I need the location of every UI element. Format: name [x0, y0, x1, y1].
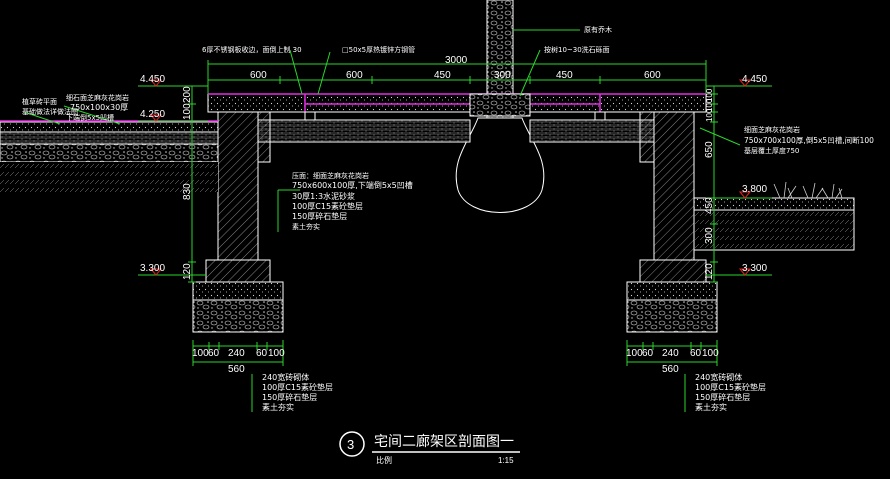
- note-left-paving: 细石面芝麻灰花岗岩: [66, 93, 129, 102]
- top-dimensions: [207, 60, 707, 94]
- note-footing-right-4: 素土夯实: [695, 402, 727, 412]
- note-footing-right-2: 100厚C15素砼垫层: [695, 382, 766, 392]
- dim-seg-2: 600: [346, 70, 363, 81]
- dim-right-v7: 120: [704, 263, 715, 280]
- dim-right-v5: 450: [704, 197, 715, 214]
- left-vertical-dims: [188, 85, 196, 283]
- scale-value: 1:15: [498, 456, 514, 465]
- elev-mid-left: 4.250: [140, 109, 165, 120]
- right-pier: [626, 111, 718, 333]
- dim-br-1: 100: [626, 348, 643, 359]
- dim-right-v2: 100: [705, 98, 714, 112]
- dim-br-2: 60: [642, 348, 654, 359]
- root-ball: [455, 117, 545, 213]
- note-mid-layer-6: 素土夯实: [292, 222, 320, 231]
- bottom-dims-right: [626, 340, 718, 366]
- dim-bl-total: 560: [228, 364, 245, 375]
- elev-bottom-right: 3.300: [742, 263, 767, 274]
- dim-right-v3: 100: [705, 108, 714, 122]
- note-right-coping-c: 基层覆土厚度750: [744, 146, 799, 155]
- bottom-dims-left: [192, 340, 284, 366]
- note-mid-layer-3: 30厚1:3水泥砂浆: [292, 191, 355, 201]
- elev-mid-right: 3.800: [742, 184, 767, 195]
- grass-tufts: [773, 181, 843, 199]
- note-mid-layer-4: 100厚C15素砼垫层: [292, 201, 363, 211]
- dim-bl-4: 60: [256, 348, 268, 359]
- note-deck-gap: 6厚不锈钢板收边，面倒上制 30: [202, 45, 302, 54]
- dim-right-v1: 100: [705, 88, 714, 102]
- dim-seg-1: 600: [250, 70, 267, 81]
- elev-top-left: 4.450: [140, 74, 165, 85]
- note-left-lawn-a: 植草砖平面: [22, 97, 57, 106]
- note-footing-left-4: 素土夯实: [262, 402, 294, 412]
- drawing-number: 3: [347, 437, 354, 452]
- brick-bed-left: [257, 119, 471, 143]
- dim-br-total: 560: [662, 364, 679, 375]
- dim-br-4: 60: [690, 348, 702, 359]
- note-footing-left-1: 240宽砖砌体: [262, 372, 309, 382]
- elev-top-right: 4.450: [742, 74, 767, 85]
- note-mid-layer-2: 750x600x100厚,下端倒5x5凹槽: [292, 180, 413, 190]
- note-right-coping-a: 细面芝麻灰花岗岩: [744, 125, 800, 134]
- dim-left-v2: 100: [182, 103, 193, 120]
- leader-lines: [23, 29, 741, 412]
- note-left-paving-size: 750x100x30厚: [70, 103, 128, 112]
- deck-slab: [207, 93, 707, 121]
- note-footing-right-1: 240宽砖砌体: [695, 372, 742, 382]
- left-pier: [192, 111, 284, 333]
- brick-bed-right: [529, 119, 655, 143]
- note-footing-left-2: 100厚C15素砼垫层: [262, 382, 333, 392]
- note-grate: 按树10~30洗石砾面: [544, 45, 610, 54]
- scale-label: 比例: [376, 455, 392, 465]
- dim-total: 3000: [445, 55, 468, 66]
- dim-left-v4: 120: [182, 263, 193, 280]
- dim-left-v1: 200: [182, 86, 193, 103]
- drawing-title: 宅间二廊架区剖面图一: [374, 433, 514, 450]
- left-ground: [0, 120, 219, 192]
- dim-bl-5: 100: [268, 348, 285, 359]
- note-footing-left-3: 150厚碎石垫层: [262, 392, 317, 402]
- note-left-lawn-b: 基础做法详做法图: [22, 107, 78, 116]
- right-ground: [693, 197, 855, 251]
- dim-br-5: 100: [702, 348, 719, 359]
- note-steel-pipe: □50x5厚热镀锌方钢管: [342, 45, 415, 54]
- dim-bl-1: 100: [192, 348, 209, 359]
- note-right-coping-b: 750x700x100厚,倒5x5凹槽,间断100: [744, 135, 874, 145]
- dim-right-v6: 300: [704, 227, 715, 244]
- dim-right-v4: 650: [704, 141, 715, 158]
- dim-left-v3: 830: [182, 183, 193, 200]
- dim-seg-5: 450: [556, 70, 573, 81]
- dim-seg-3: 450: [434, 70, 451, 81]
- note-footing-right-3: 150厚碎石垫层: [695, 392, 750, 402]
- dim-br-3: 240: [662, 348, 679, 359]
- title-block: [339, 431, 520, 457]
- right-vertical-dims: [710, 86, 718, 283]
- elev-bottom-left: 3.300: [140, 263, 165, 274]
- dim-seg-6: 600: [644, 70, 661, 81]
- note-mid-layer-1: 压面：细面芝麻灰花岗岩: [292, 171, 369, 180]
- dim-bl-3: 240: [228, 348, 245, 359]
- note-left-paving-note: 下端倒5x5凹槽: [66, 113, 114, 122]
- note-mid-layer-5: 150厚碎石垫层: [292, 211, 347, 221]
- dim-bl-2: 60: [208, 348, 220, 359]
- dim-seg-4: 300: [494, 70, 511, 81]
- note-tree: 原有乔木: [584, 25, 612, 34]
